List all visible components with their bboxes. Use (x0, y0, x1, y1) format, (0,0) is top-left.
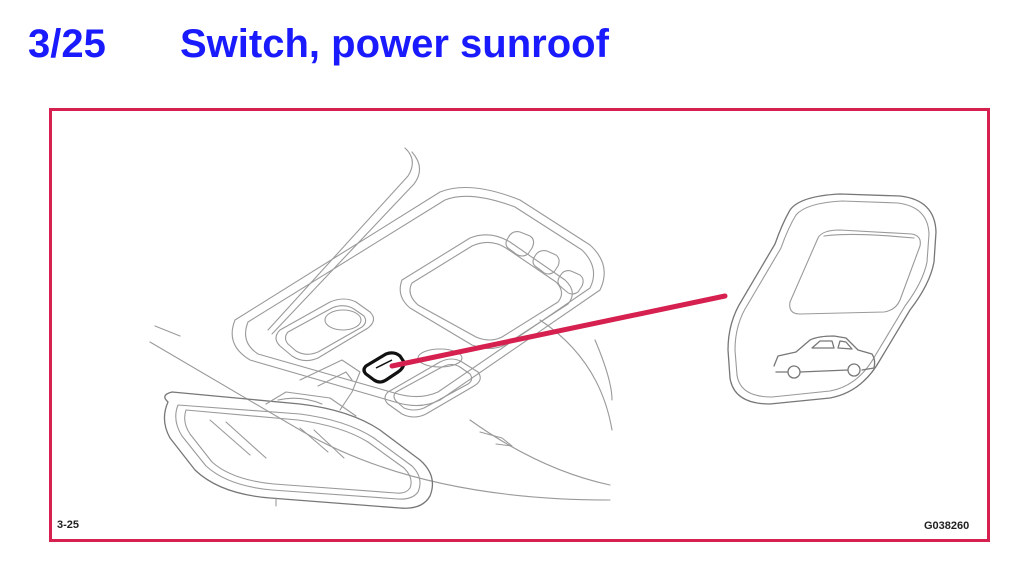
page-title: Switch, power sunroof (180, 22, 609, 66)
leader-line (389, 293, 728, 369)
overhead-console (231, 186, 605, 418)
figure-ref-left: 3-25 (57, 519, 80, 531)
page-header: 3/25 Switch, power sunroof (0, 0, 1029, 100)
figure-frame (49, 108, 990, 542)
sunroof-switch (362, 351, 406, 384)
figure-ref-right: G038260 (924, 520, 970, 532)
switch-detail-enlarged (727, 193, 937, 405)
roof-lining-outline (149, 147, 613, 501)
car-icon (773, 335, 876, 379)
rear-view-mirror (163, 391, 434, 509)
figure-number: 3/25 (28, 22, 106, 66)
